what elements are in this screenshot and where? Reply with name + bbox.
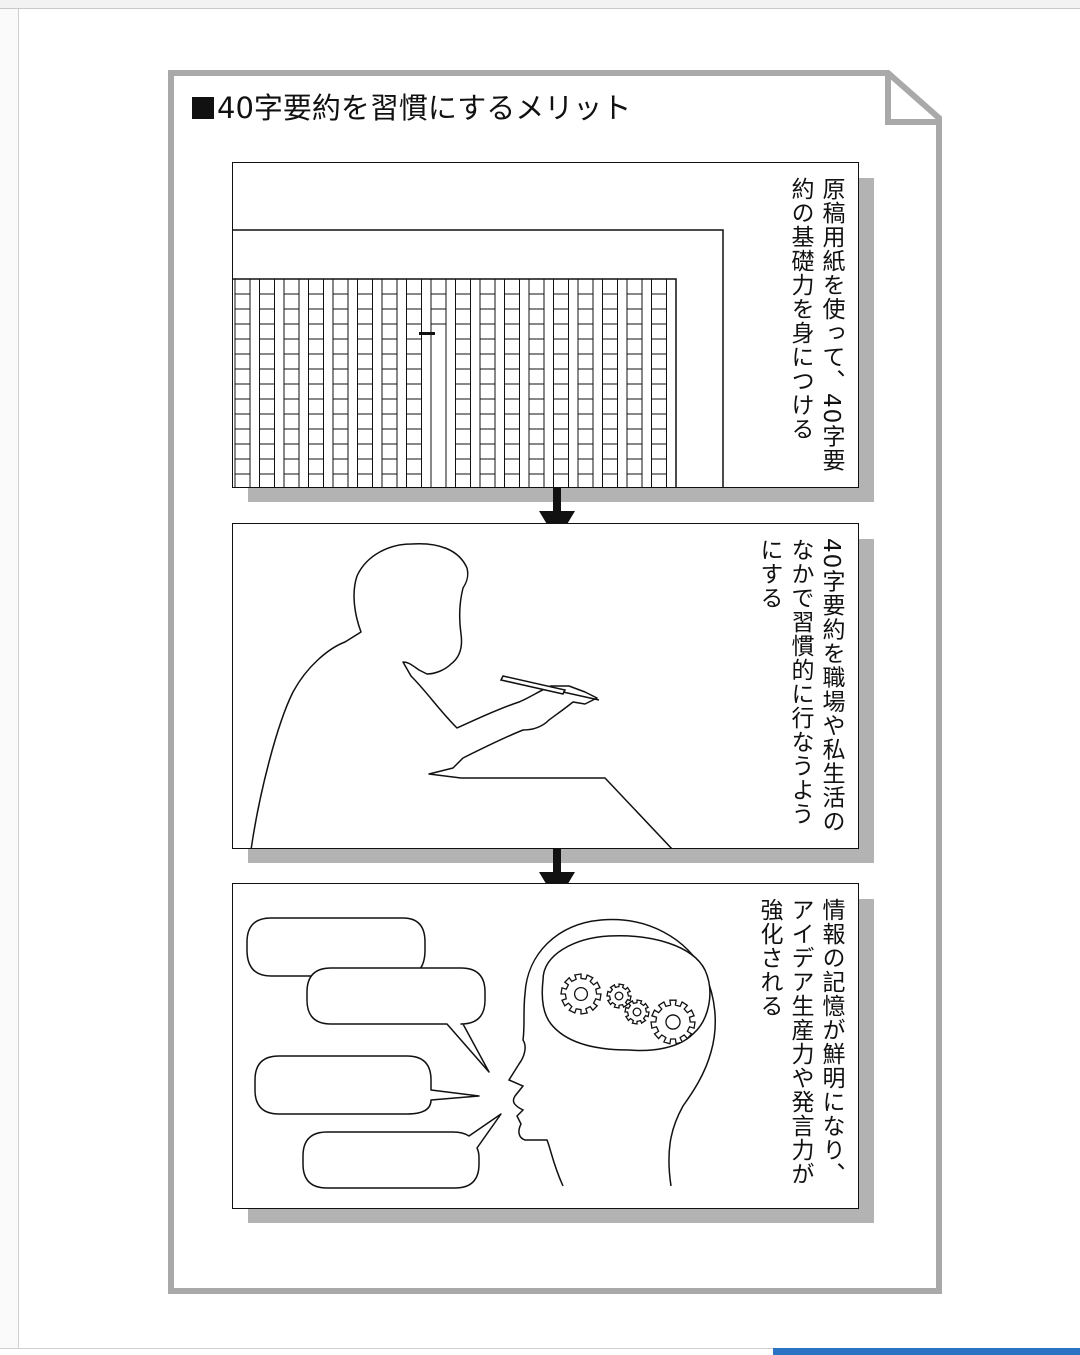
speech-bubble-3	[254, 1055, 480, 1115]
step-1-text: 原稿用紙を使って、40字要約の基礎力を身につける	[787, 177, 844, 473]
figure-title: 40字要約を習慣にするメリット	[192, 86, 631, 130]
window-top-bar	[0, 0, 1080, 9]
speech-bubble-2	[306, 967, 490, 1073]
step-panel-3: 情報の記憶が鮮明になり、アイデア生産力や発言力が強化される	[232, 883, 859, 1209]
left-gutter	[0, 9, 19, 1349]
speech-bubble-4	[302, 1113, 502, 1189]
title-text: 40字要約を習慣にするメリット	[217, 91, 632, 125]
step-panel-2: 40字要約を職場や私生活のなかで習慣的に行なうようにする	[232, 523, 859, 849]
title-square-icon	[192, 97, 214, 119]
person-writing-illustration	[250, 542, 673, 848]
manuscript-paper-illustration	[233, 229, 724, 487]
step-3-text: 情報の記憶が鮮明になり、アイデア生産力や発言力が強化される	[756, 898, 844, 1186]
step-panel-1: 原稿用紙を使って、40字要約の基礎力を身につける	[232, 162, 859, 488]
step-2-text: 40字要約を職場や私生活のなかで習慣的に行なうようにする	[756, 538, 844, 834]
scroll-progress-bar	[773, 1348, 1080, 1355]
bottom-divider	[0, 1348, 1080, 1349]
head-with-gears-illustration	[246, 917, 716, 1189]
